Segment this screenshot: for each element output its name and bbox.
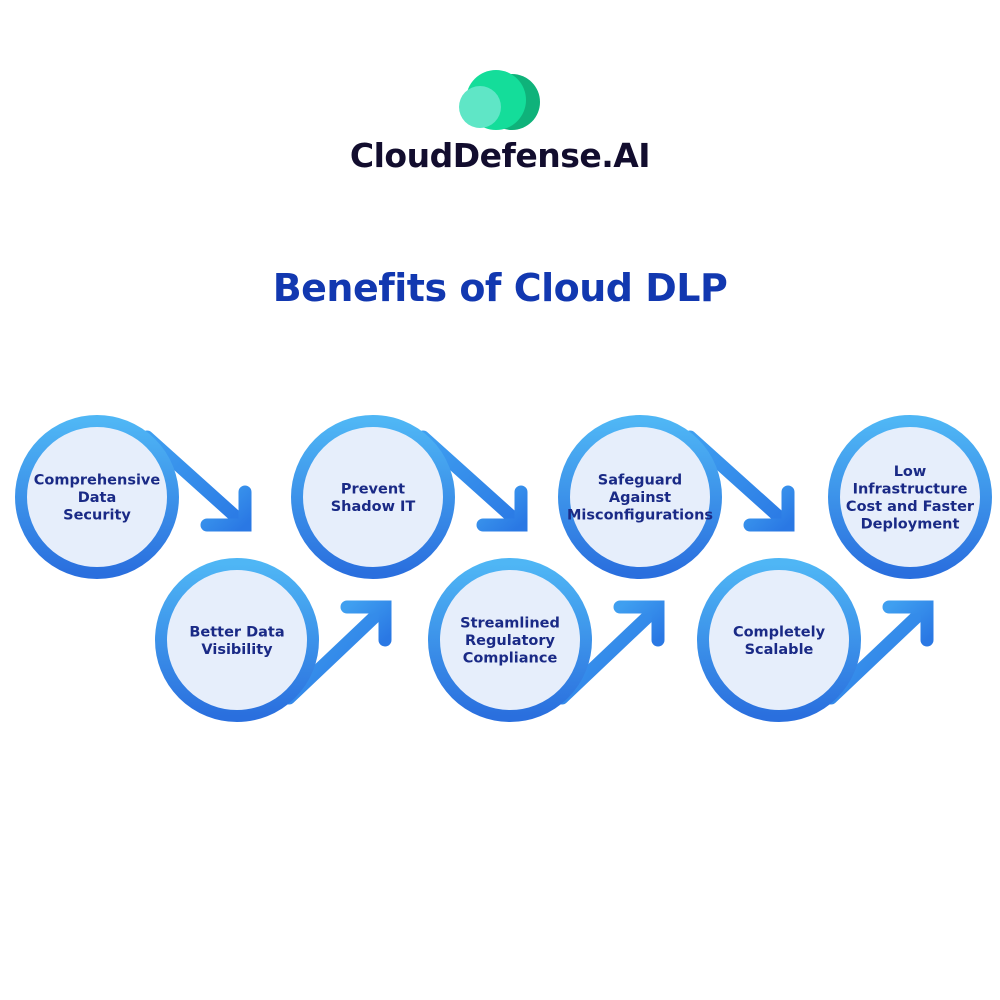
step-label: Regulatory bbox=[465, 633, 556, 649]
step-circle bbox=[155, 558, 319, 722]
step-label: Comprehensive bbox=[34, 473, 161, 489]
step-label: Cost and Faster bbox=[846, 499, 975, 515]
step-label: Data bbox=[78, 490, 117, 506]
step-label: Against bbox=[609, 490, 671, 506]
step-label: Infrastructure bbox=[853, 481, 968, 497]
step-label: Misconfigurations bbox=[567, 508, 713, 524]
step-label: Prevent bbox=[341, 481, 405, 497]
step-label: Completely bbox=[733, 624, 826, 640]
step-label: Streamlined bbox=[460, 616, 560, 632]
step-circle bbox=[697, 558, 861, 722]
step-label: Better Data bbox=[189, 624, 284, 640]
step-label: Scalable bbox=[745, 642, 814, 658]
step-label: Compliance bbox=[463, 651, 558, 667]
step-label: Shadow IT bbox=[331, 499, 416, 515]
step-circle bbox=[428, 558, 592, 722]
step-circle bbox=[828, 415, 992, 579]
logo-text: CloudDefense.AI bbox=[349, 136, 651, 175]
step-circle bbox=[15, 415, 179, 579]
step-label: Deployment bbox=[861, 516, 960, 532]
page-title: Benefits of Cloud DLP bbox=[272, 266, 728, 310]
step-label: Low bbox=[894, 464, 927, 480]
step-circle bbox=[291, 415, 455, 579]
step-label: Visibility bbox=[201, 642, 273, 658]
step-label: Security bbox=[63, 508, 131, 524]
step-circle bbox=[558, 415, 722, 579]
step-label: Safeguard bbox=[598, 473, 682, 489]
